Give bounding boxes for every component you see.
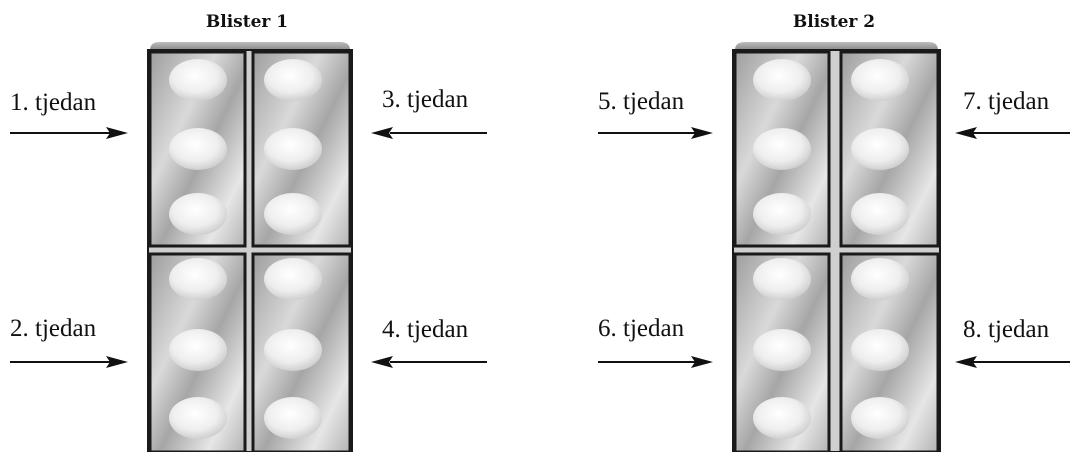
arrow-right-icon bbox=[598, 127, 713, 139]
tablet bbox=[169, 193, 227, 235]
blister-1-title: Blister 1 bbox=[206, 12, 288, 32]
tablet bbox=[753, 329, 811, 371]
arrow-right-icon bbox=[598, 356, 713, 368]
tablet bbox=[169, 258, 227, 300]
tablet bbox=[851, 59, 909, 101]
tablet bbox=[851, 329, 909, 371]
tablet bbox=[264, 128, 322, 170]
week-label-2: 2. tjedan bbox=[10, 315, 97, 342]
tablet bbox=[851, 258, 909, 300]
blister-2-pack bbox=[732, 49, 941, 452]
arrow-right-icon bbox=[10, 356, 128, 368]
arrow-right-icon bbox=[10, 127, 128, 139]
week-label-6: 6. tjedan bbox=[598, 315, 685, 342]
arrow-left-icon bbox=[955, 356, 1070, 368]
blister-2-title: Blister 2 bbox=[793, 12, 875, 32]
week-label-8: 8. tjedan bbox=[963, 316, 1050, 343]
tablet bbox=[264, 258, 322, 300]
blister-1-top-tab bbox=[150, 42, 350, 50]
tablet bbox=[264, 59, 322, 101]
week-label-1: 1. tjedan bbox=[10, 89, 97, 116]
tablet bbox=[753, 397, 811, 439]
week-label-7: 7. tjedan bbox=[963, 88, 1050, 115]
tablet bbox=[264, 193, 322, 235]
week-label-4: 4. tjedan bbox=[382, 316, 469, 343]
blister-2-top-tab bbox=[735, 42, 938, 50]
tablet bbox=[169, 329, 227, 371]
tablet bbox=[264, 329, 322, 371]
tablet bbox=[753, 128, 811, 170]
blister-2: Blister 2 5. tjedan 6. tjedan bbox=[598, 12, 1070, 452]
blister-1: Blister 1 1. tjedan 2. tjedan bbox=[10, 12, 487, 452]
week-label-5: 5. tjedan bbox=[598, 88, 685, 115]
tablet bbox=[169, 397, 227, 439]
arrow-left-icon bbox=[371, 127, 487, 139]
tablet bbox=[753, 258, 811, 300]
tablet bbox=[851, 128, 909, 170]
tablet bbox=[753, 59, 811, 101]
blister-1-pack bbox=[147, 49, 353, 452]
arrow-left-icon bbox=[371, 356, 487, 368]
tablet bbox=[169, 59, 227, 101]
week-label-3: 3. tjedan bbox=[382, 86, 469, 113]
tablet bbox=[753, 193, 811, 235]
tablet bbox=[851, 193, 909, 235]
tablet bbox=[169, 128, 227, 170]
arrow-left-icon bbox=[955, 127, 1070, 139]
tablet bbox=[851, 397, 909, 439]
tablet bbox=[264, 397, 322, 439]
